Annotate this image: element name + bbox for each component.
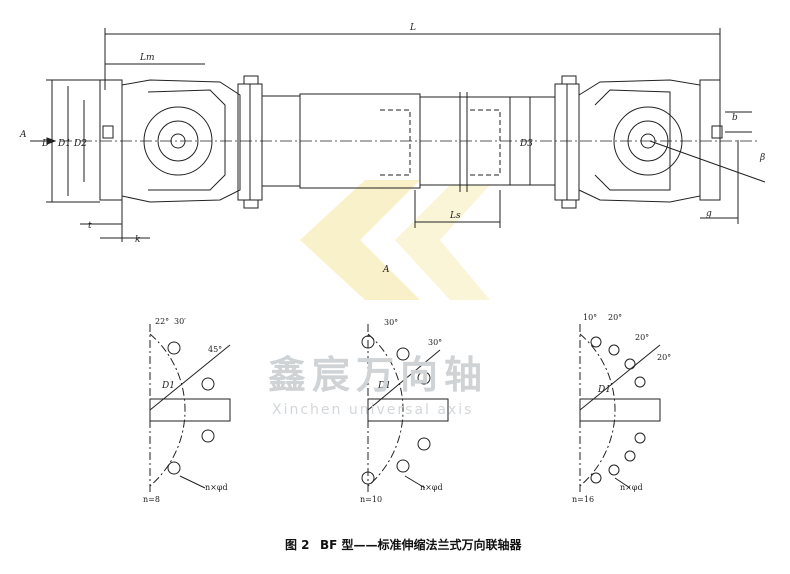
n16-angle-3: 20° — [635, 333, 649, 342]
n8-holes-label: n×φd — [205, 483, 228, 492]
flange-pattern-n8 — [149, 324, 231, 495]
dim-t: t — [88, 221, 92, 231]
dim-k: k — [135, 235, 140, 245]
n16-angle-1: 10° — [583, 313, 597, 322]
n16-count-label: n=16 — [572, 495, 594, 504]
watermark-en: Xinchen universal axis — [272, 402, 473, 418]
view-arrow-label: A — [19, 130, 27, 140]
shaft-front-view — [30, 28, 766, 242]
n8-count-label: n=8 — [143, 495, 160, 504]
dim-D: D — [41, 139, 49, 149]
n10-d1-label: D1 — [377, 381, 391, 391]
view-A-label: A — [382, 265, 390, 275]
dim-beta: β — [759, 153, 765, 163]
n8-angle-3: 45° — [208, 345, 222, 354]
n10-angle-1: 30° — [384, 318, 398, 327]
n10-count-label: n=10 — [360, 495, 382, 504]
dim-D3: D3 — [519, 139, 533, 149]
dim-D2: D2 — [73, 139, 87, 149]
n16-angle-4: 20° — [657, 353, 671, 362]
dim-Lm: Lm — [139, 53, 155, 63]
n10-angle-2: 30° — [428, 338, 442, 347]
n8-angle-1: 22° — [155, 317, 169, 326]
n10-holes-label: n×φd — [420, 483, 443, 492]
figure-number: 图 2 — [285, 538, 310, 552]
flange-pattern-n16 — [579, 324, 661, 495]
watermark-cn: 鑫宸万向轴 — [268, 353, 488, 397]
n8-angle-2: 30′ — [174, 317, 186, 326]
n16-d1-label: D1 — [597, 385, 611, 395]
n16-angle-2: 20° — [608, 313, 622, 322]
flange-pattern-n10 — [361, 324, 449, 495]
dim-L: L — [409, 23, 416, 33]
dim-b: b — [732, 113, 738, 123]
n16-holes-label: n×φd — [620, 483, 643, 492]
dim-Ls: Ls — [449, 211, 461, 221]
figure-caption: BF 型——标准伸缩法兰式万向联轴器 — [320, 537, 523, 552]
n8-d1-label: D1 — [161, 381, 175, 391]
dim-g: g — [706, 209, 712, 219]
dim-D1: D1 — [57, 139, 71, 149]
watermark-logo-icon — [300, 180, 490, 300]
